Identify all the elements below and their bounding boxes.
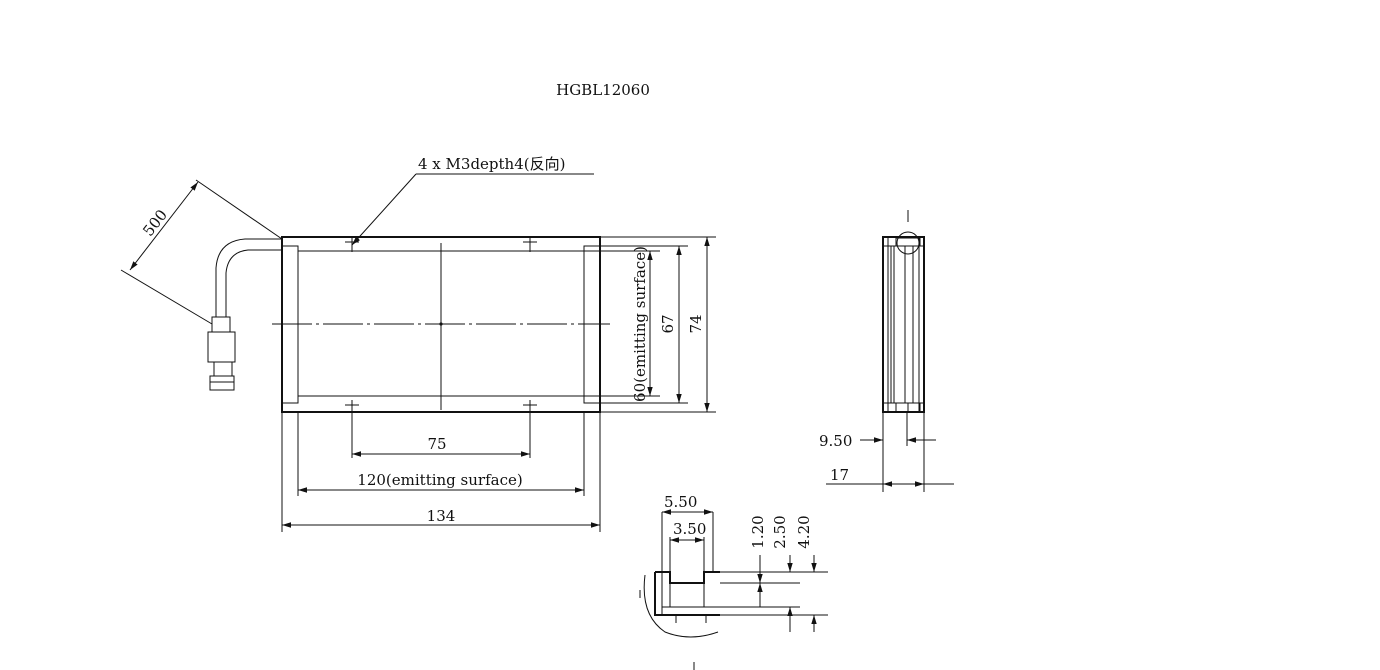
cable-length-label: 500 <box>139 206 171 240</box>
hole-note-text: 4 x M3depth4(反向) <box>418 155 565 173</box>
detail-b-label: 3.50 <box>673 520 706 538</box>
detail-e-label: 4.20 <box>795 515 813 548</box>
detail-c-label: 1.20 <box>749 515 767 548</box>
inner-height-label: 67 <box>659 314 677 333</box>
dimension-cable-length: 500 <box>120 179 283 325</box>
emit-width-label: 120(emitting surface) <box>357 471 522 489</box>
hole-note: 4 x M3depth4(反向) <box>351 155 594 246</box>
side-thickness-label: 17 <box>830 466 849 484</box>
dimension-hole-spacing: 75 <box>351 412 531 458</box>
dimension-heights: 60(emitting surface) 67 74 <box>584 236 716 413</box>
detail-view: 5.50 3.50 1.20 2.50 4.20 <box>639 493 828 670</box>
detail-d-label: 2.50 <box>771 515 789 548</box>
detail-a-label: 5.50 <box>664 493 697 511</box>
side-inner-label: 9.50 <box>819 432 852 450</box>
dimension-side-thickness: 17 <box>826 412 954 492</box>
hole-spacing-label: 75 <box>427 435 446 453</box>
side-view <box>882 210 925 413</box>
outer-width-label: 134 <box>427 507 456 525</box>
front-view <box>272 236 610 413</box>
cable-connector <box>207 238 282 391</box>
outer-height-label: 74 <box>687 314 705 333</box>
mounting-hole-top-right <box>523 238 537 252</box>
dimension-outer-width: 134 <box>281 412 601 532</box>
mounting-hole-bottom-right <box>523 400 537 413</box>
dimension-emit-width: 120(emitting surface) <box>297 412 585 496</box>
drawing-title: HGBL12060 <box>556 81 650 99</box>
mounting-hole-bottom-left <box>345 400 359 413</box>
emit-height-label: 60(emitting surface) <box>631 246 649 402</box>
dimension-side-inner: 9.50 <box>819 412 936 492</box>
